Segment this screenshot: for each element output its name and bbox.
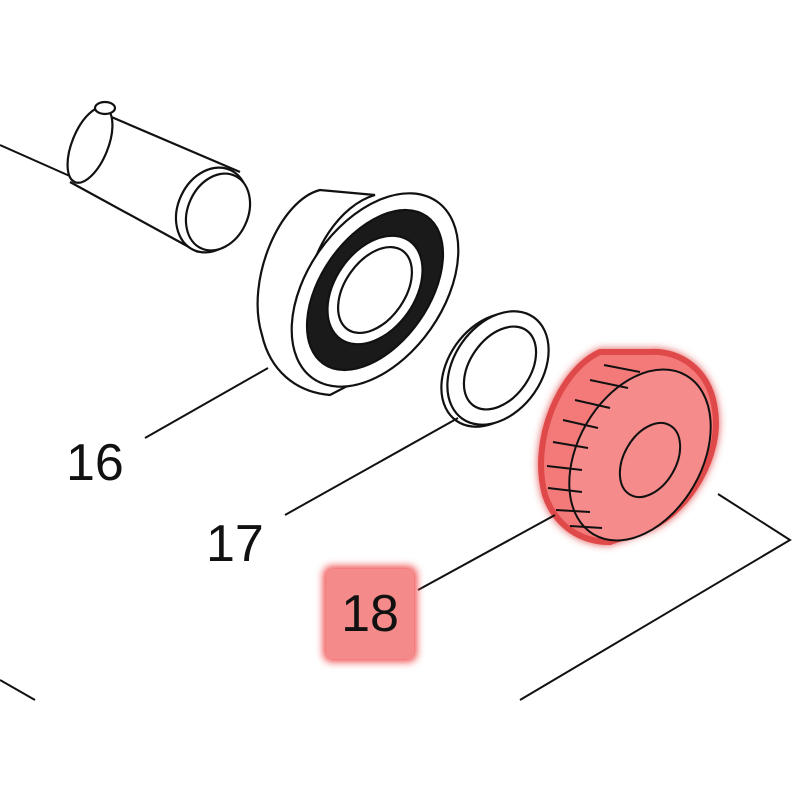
bearing-part-16 — [256, 188, 460, 397]
leader-line-18 — [417, 514, 556, 591]
knurled-wheel-outline — [546, 364, 712, 542]
part-label-16: 16 — [66, 434, 124, 492]
assembly-bracket — [519, 493, 792, 701]
part-label-18-highlighted: 18 — [326, 569, 414, 659]
part-label-17: 17 — [206, 515, 264, 573]
spacer-ring-part-17 — [440, 310, 550, 428]
leader-line-17 — [284, 417, 459, 516]
frame-line-bottom-left — [0, 679, 36, 701]
part-label-18-text: 18 — [341, 585, 399, 643]
shaft-part — [66, 100, 252, 254]
leader-line-16 — [144, 367, 269, 439]
